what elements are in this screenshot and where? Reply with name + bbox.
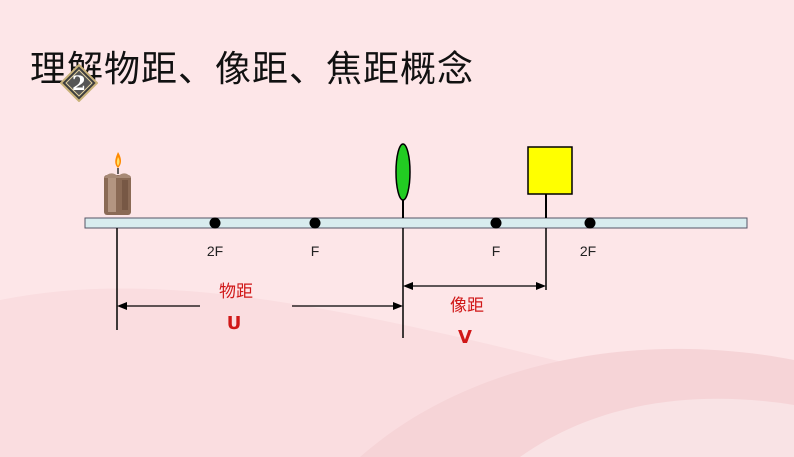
- point-f-right: [490, 217, 502, 229]
- label-2f-right: 2F: [579, 243, 597, 259]
- image-distance-symbol: V: [458, 327, 472, 348]
- image-box-icon: [527, 146, 573, 218]
- object-distance-arrow: [117, 302, 403, 310]
- convex-lens-icon: [395, 143, 411, 218]
- image-distance-arrow: [403, 282, 546, 290]
- optical-rail: [84, 217, 748, 229]
- number-badge-icon: 2: [59, 63, 99, 103]
- point-f-left: [309, 217, 321, 229]
- badge-number: 2: [72, 71, 86, 95]
- object-distance-label: 物距: [219, 282, 253, 302]
- label-f-left: F: [310, 243, 320, 259]
- candle-icon: [104, 152, 131, 215]
- label-2f-left: 2F: [206, 243, 224, 259]
- object-distance-symbol: U: [226, 313, 242, 334]
- slide-title: 理解物距、像距、焦距概念: [30, 49, 475, 90]
- point-2f-right: [584, 217, 596, 229]
- point-2f-left: [209, 217, 221, 229]
- label-f-right: F: [491, 243, 501, 259]
- image-distance-label: 像距: [450, 296, 484, 316]
